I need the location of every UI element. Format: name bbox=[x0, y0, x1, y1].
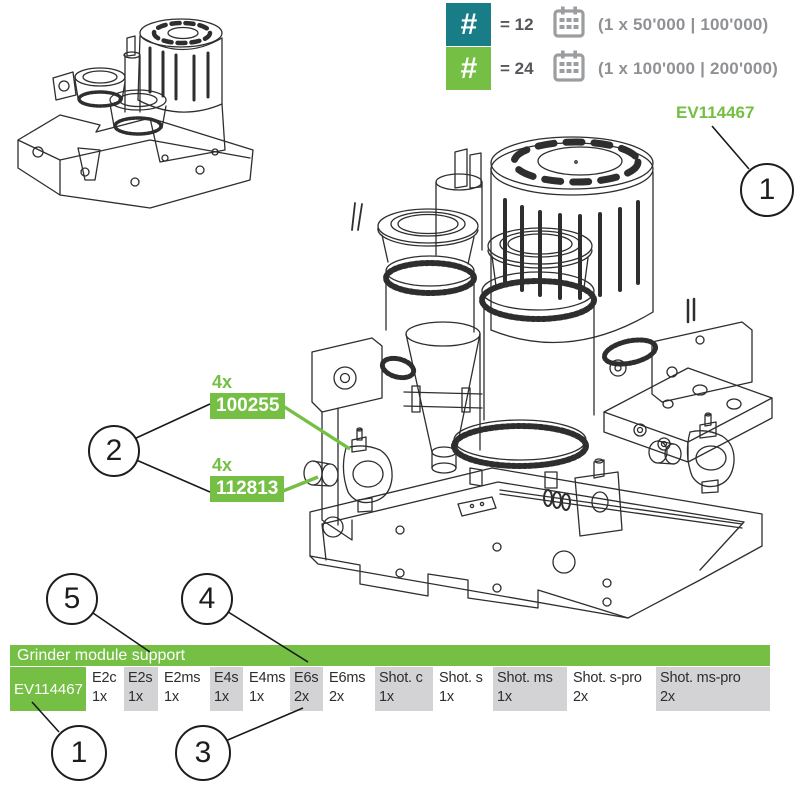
callout-variant: 4 bbox=[181, 573, 233, 625]
legend-cycles: (1 x 100'000 | 200'000) bbox=[598, 58, 779, 78]
calendar-icon bbox=[552, 5, 586, 44]
article-row-header: EV114467 bbox=[10, 667, 86, 711]
hash-badge-teal: # bbox=[446, 3, 491, 46]
grommet-right bbox=[648, 440, 682, 465]
part-code-box-b: 112813 bbox=[210, 476, 285, 502]
legend-cycles: (1 x 50'000 | 100'000) bbox=[598, 14, 769, 34]
hash-icon: # bbox=[460, 51, 477, 85]
article-ref-code: EV114467 bbox=[676, 103, 755, 122]
callout-quantity: 3 bbox=[175, 725, 231, 781]
callout-article-row: 1 bbox=[51, 725, 107, 781]
callout-module: 1 bbox=[740, 163, 794, 217]
callout-fasteners: 2 bbox=[88, 425, 140, 477]
hash-badge-green: # bbox=[446, 47, 491, 90]
clamp-right bbox=[686, 412, 735, 494]
part-qty-a: 4x bbox=[212, 372, 233, 392]
table-title: Grinder module support bbox=[10, 645, 770, 666]
hash-icon: # bbox=[460, 7, 477, 41]
grommet-left bbox=[303, 460, 339, 487]
calendar-icon bbox=[552, 49, 586, 88]
callout-table-title: 5 bbox=[46, 573, 98, 625]
assembled-view-thumbnail bbox=[17, 18, 254, 209]
part-code-box-a: 100255 bbox=[210, 393, 286, 419]
legend-row-green: # = 24 (1 x 100'000 | 200'000) bbox=[446, 47, 778, 90]
legend-count: = 24 bbox=[500, 58, 534, 78]
legend-count: = 12 bbox=[500, 14, 534, 34]
clamp-left bbox=[342, 427, 393, 513]
legend-row-teal: # = 12 (1 x 50'000 | 100'000) bbox=[446, 3, 768, 46]
part-qty-b: 4x bbox=[212, 455, 233, 475]
grinder-module-drawing bbox=[303, 136, 773, 619]
support-tray-drawing bbox=[309, 458, 763, 619]
